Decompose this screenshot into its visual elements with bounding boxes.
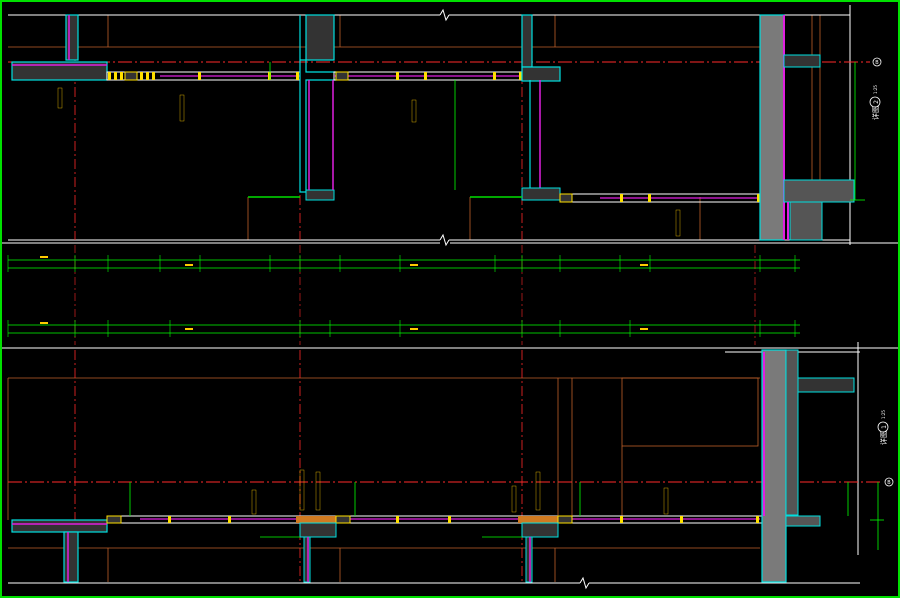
callout-lower-number: 1 — [881, 425, 888, 429]
upper-mid-column-1 — [299, 14, 525, 201]
upper-brown-grid — [8, 15, 821, 240]
axis-bubble-upper: B — [875, 60, 879, 66]
callout-lower: B 详图 1 1:25 — [877, 410, 894, 487]
upper-detail: B 详图 2 1:25 — [8, 5, 882, 247]
upper-dims — [269, 62, 865, 201]
dimension-bands — [2, 242, 898, 349]
callout-upper: B 详图 2 1:25 — [869, 57, 882, 120]
callout-upper-label: 详图 — [871, 106, 880, 120]
callout-lower-scale: 1:25 — [881, 410, 886, 419]
upper-glazing-right — [559, 193, 761, 203]
callout-upper-scale: 1:25 — [873, 85, 878, 94]
lower-break-lines — [8, 342, 860, 590]
callout-lower-label: 详图 — [879, 431, 888, 445]
dim-tick-marks — [40, 256, 648, 330]
axis-bubble-lower: B — [887, 480, 891, 486]
upper-glazing — [106, 71, 301, 81]
lower-annotations — [251, 469, 669, 515]
upper-left-column — [11, 14, 108, 81]
lower-brown-grid — [7, 377, 760, 582]
upper-break-lines — [8, 5, 851, 247]
upper-right-wall — [759, 14, 855, 241]
lower-dims — [129, 482, 884, 550]
lower-glazing — [106, 515, 763, 524]
lower-left-column — [11, 519, 108, 583]
upper-annotations — [57, 87, 681, 237]
lower-mid-columns — [299, 522, 559, 583]
upper-mid-column-2 — [248, 14, 561, 201]
callout-upper-number: 2 — [873, 100, 880, 104]
lower-detail: B 详图 1 1:25 — [7, 342, 894, 590]
lower-right-wall — [761, 349, 855, 583]
